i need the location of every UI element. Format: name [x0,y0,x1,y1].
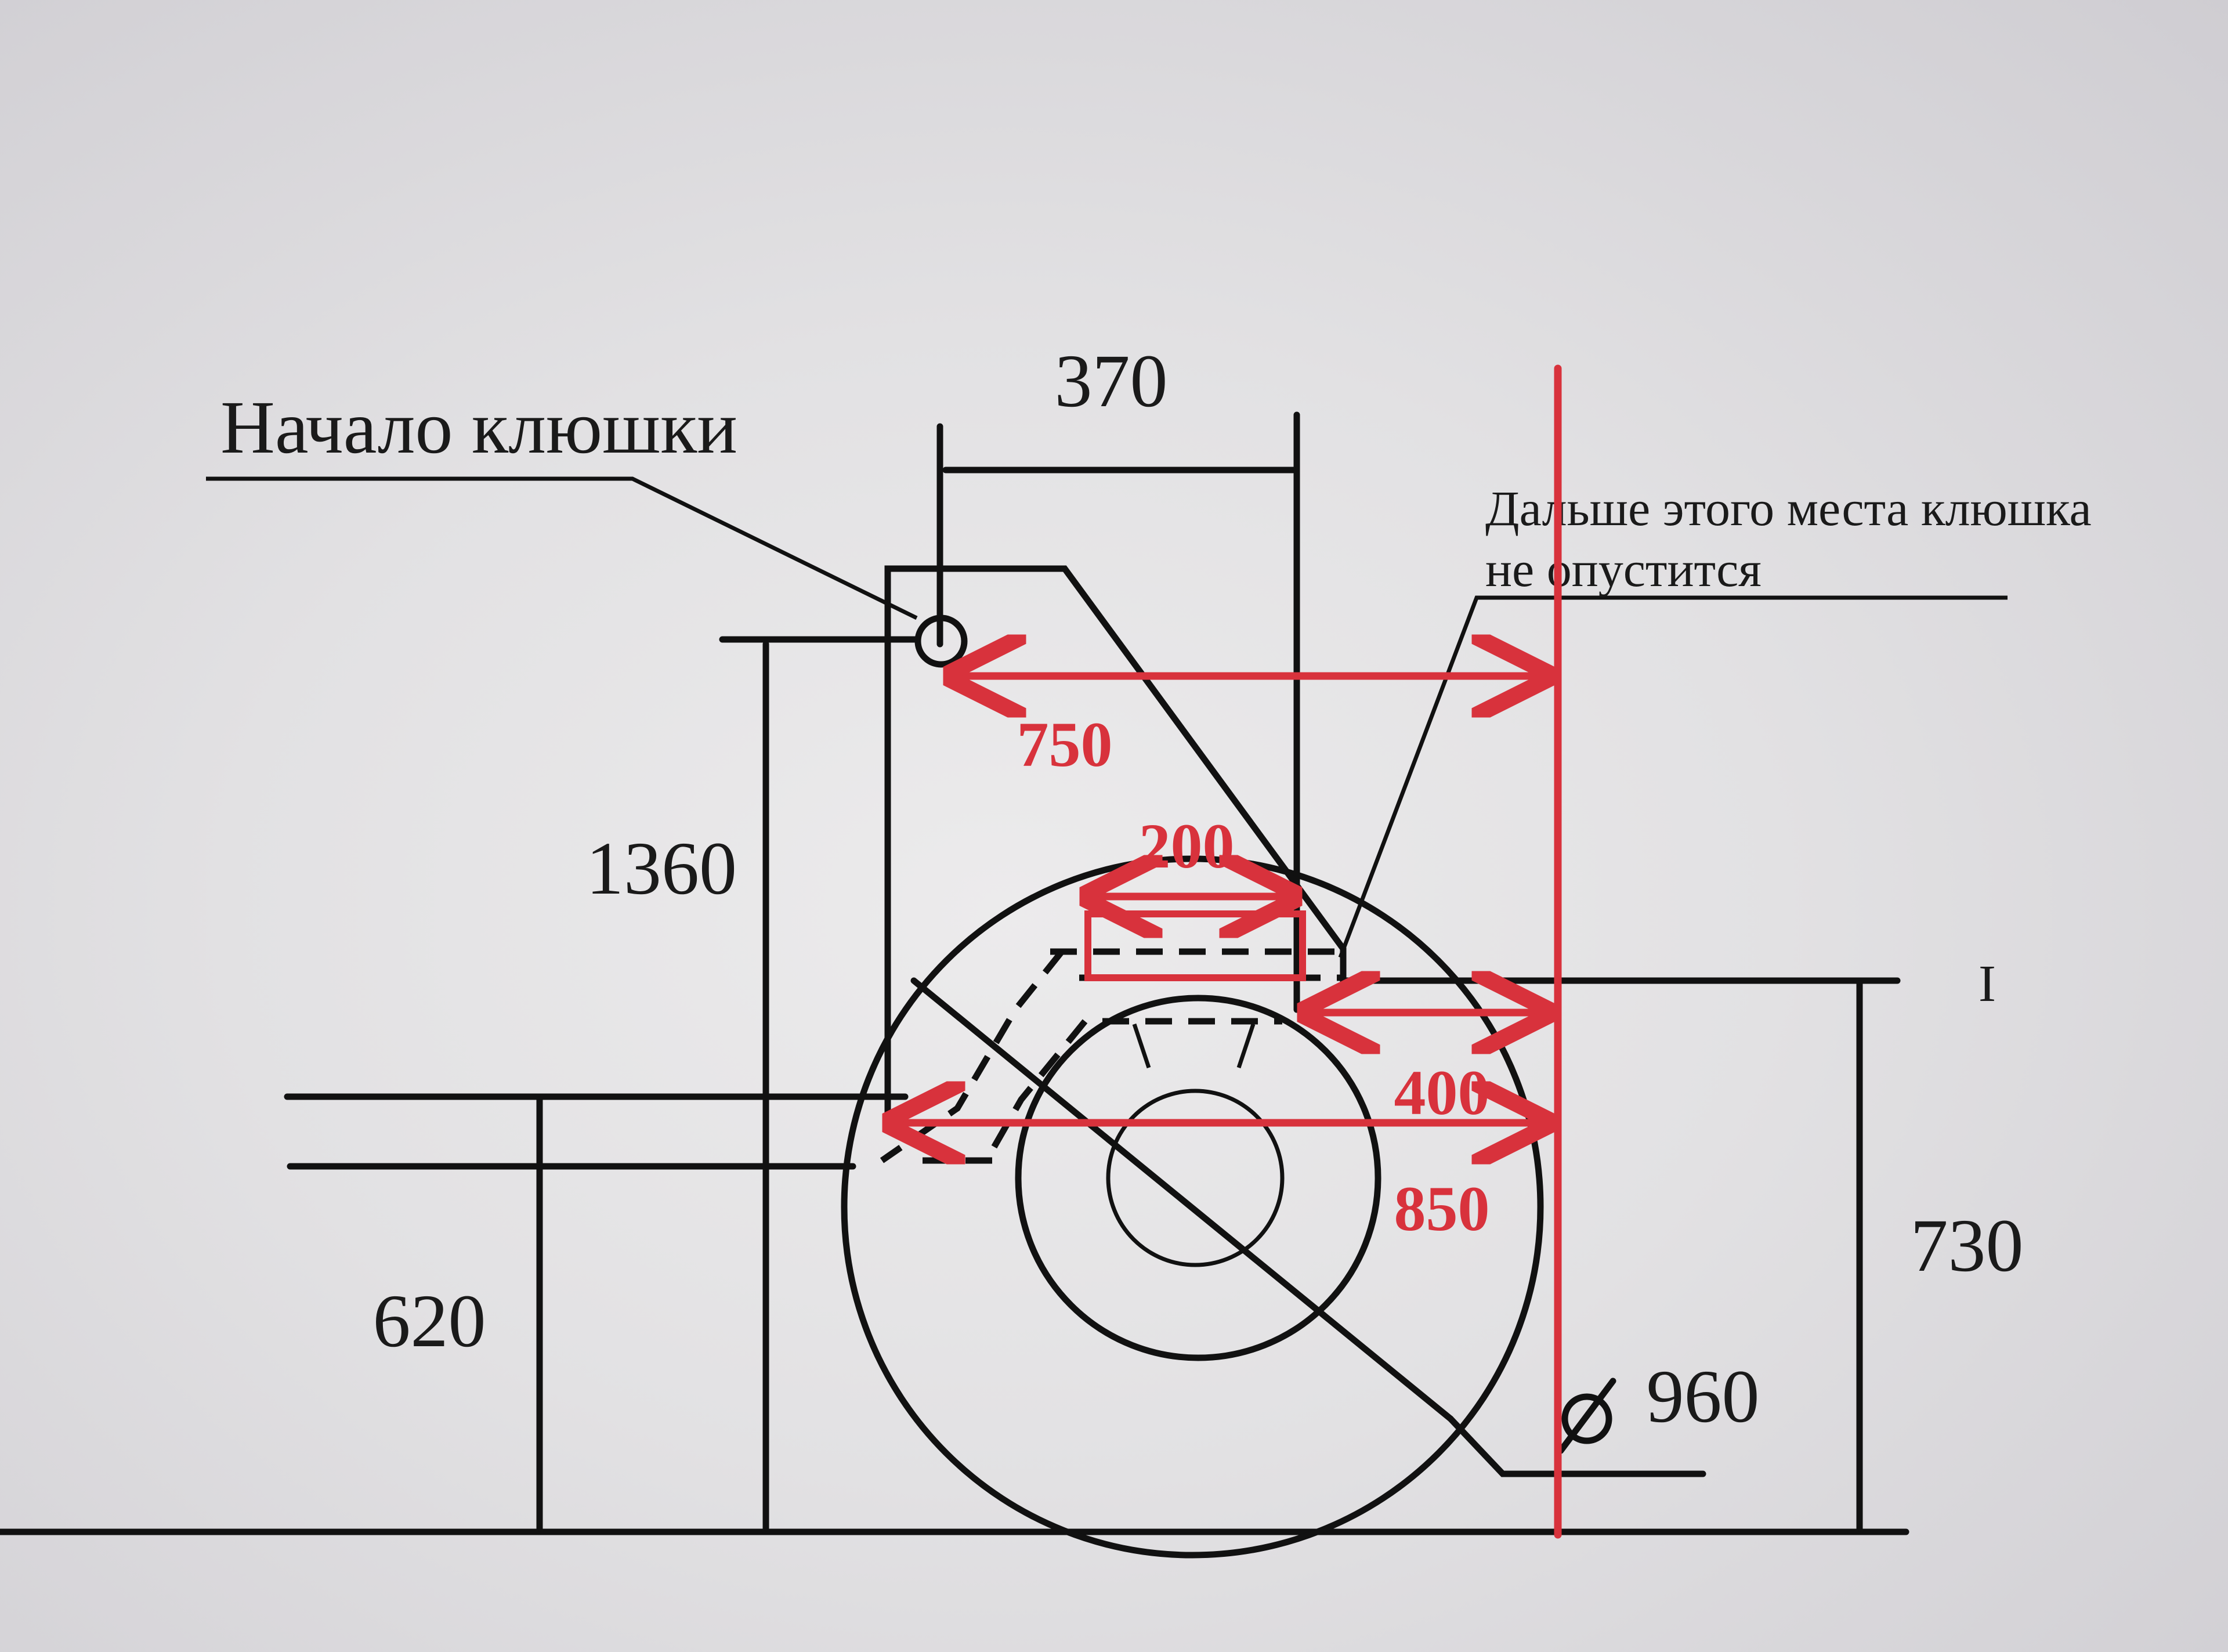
dimension-730-label: 730 [1911,1204,2024,1288]
red-dimension-400-label: 400 [1394,1057,1490,1128]
stick-start-label: Начало клюшки [220,386,737,469]
middle-wheel-circle [1015,995,1381,1361]
note-line-1: Дальше этого места клюшка [1485,480,2092,536]
diameter-dimension-line [910,977,1454,1422]
spoke-left [1132,1023,1151,1069]
text-cursor-icon: I [1979,955,1996,1013]
red-dimension-200-label: 200 [1139,811,1235,881]
hub-circle [1106,1089,1285,1267]
note-line-2: не опустится [1485,541,1762,597]
red-dimension-850-label: 850 [1394,1173,1490,1244]
diameter-leader-shelf [1447,1415,1706,1477]
start-label-leader [206,476,918,620]
red-box-outline [1084,910,1306,981]
dimension-370-label: 370 [1055,339,1168,423]
spoke-right [1236,1023,1256,1069]
diameter-symbol-slash [1557,1378,1616,1454]
dimension-620-label: 620 [373,1279,486,1363]
hidden-left-contour [880,949,1065,1163]
dimension-1360-label: 1360 [586,827,737,910]
hidden-inner-contour [983,1019,1088,1162]
dimension-960-label: 960 [1647,1355,1760,1438]
note-leader [1338,595,2008,959]
diameter-symbol-icon [1561,1393,1612,1444]
frame-outline [884,565,1901,1118]
red-dimension-750-label: 750 [1017,709,1113,780]
